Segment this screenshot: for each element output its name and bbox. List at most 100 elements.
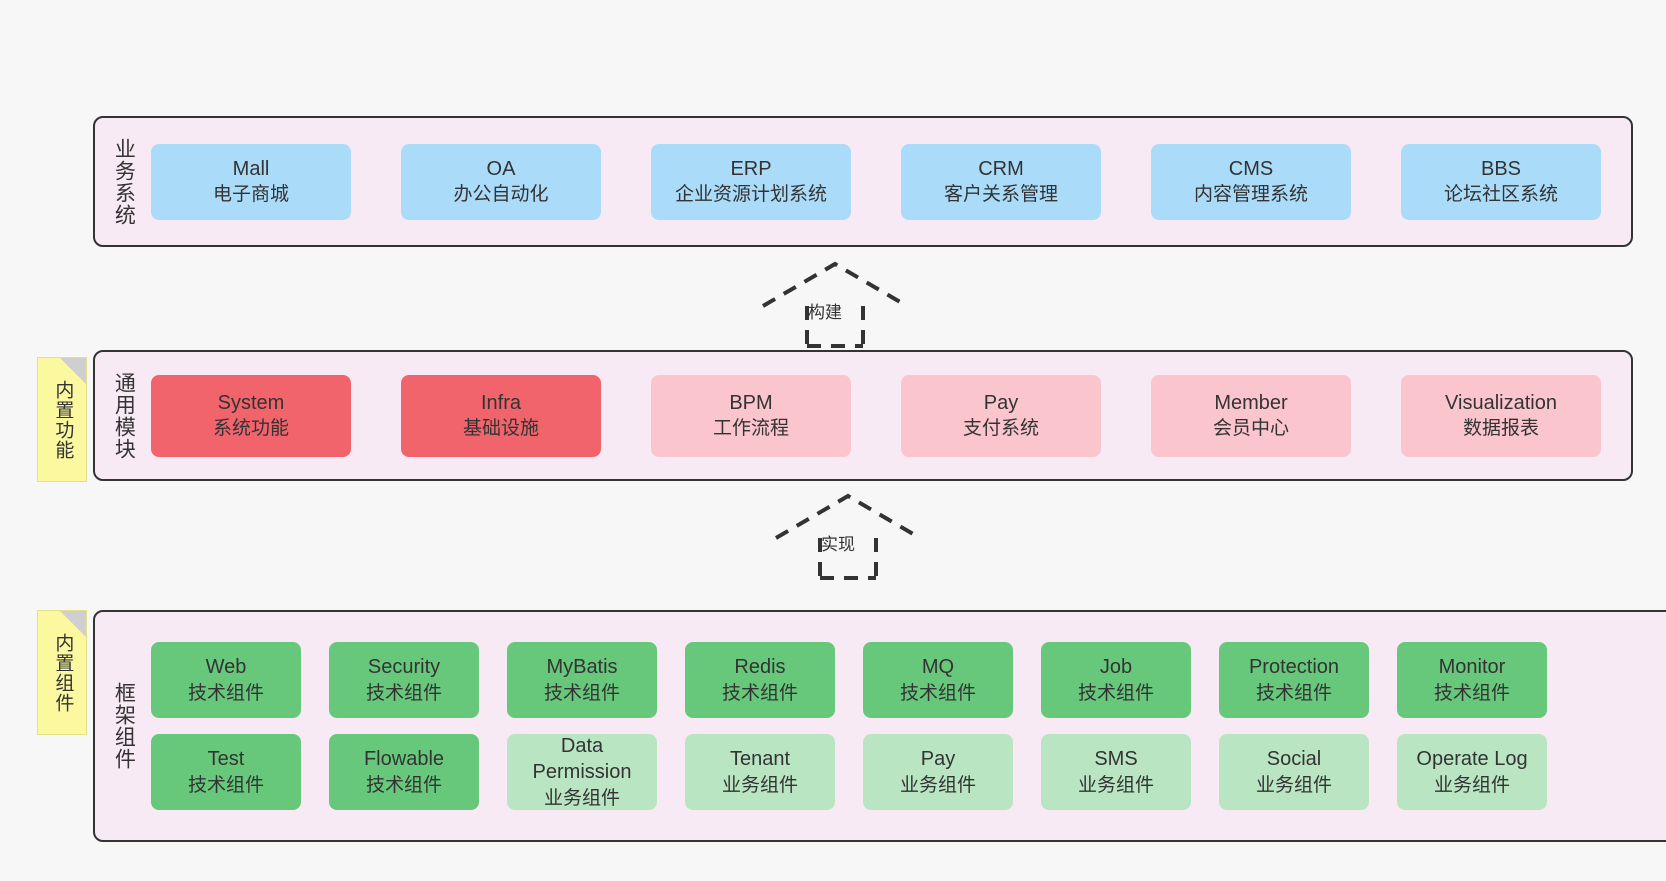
card-subtitle: 技术组件 bbox=[187, 682, 264, 704]
common-card-visualization[interactable]: Visualization 数据报表 bbox=[1401, 374, 1601, 457]
card-subtitle: 业务组件 bbox=[543, 787, 620, 809]
card-title: MQ bbox=[921, 656, 955, 679]
framework-card-pay[interactable]: Pay 业务组件 bbox=[863, 734, 1013, 810]
card-title: Data Permission bbox=[532, 735, 632, 784]
card-subtitle: 企业资源计划系统 bbox=[674, 184, 827, 206]
card-subtitle: 技术组件 bbox=[187, 774, 264, 796]
card-title: Job bbox=[1099, 656, 1133, 679]
framework-card-flowable[interactable]: Flowable 技术组件 bbox=[329, 734, 479, 810]
card-subtitle: 客户关系管理 bbox=[943, 184, 1058, 206]
card-title: Infra bbox=[480, 391, 522, 414]
card-title: Visualization bbox=[1445, 391, 1557, 414]
framework-card-social[interactable]: Social 业务组件 bbox=[1219, 734, 1369, 810]
card-title: Pay bbox=[920, 748, 956, 771]
framework-biz-card-row: Test 技术组件 Flowable 技术组件 Data Permission 业务组件 T… bbox=[151, 734, 1666, 810]
layer-common-module-label: 通用模块 bbox=[112, 371, 136, 460]
card-title: ERP bbox=[730, 157, 772, 180]
business-card-bbs[interactable]: BBS 论坛社区系统 bbox=[1401, 143, 1601, 220]
connector-implement-label: 实现 bbox=[821, 535, 855, 554]
common-card-infra[interactable]: Infra 基础设施 bbox=[401, 374, 601, 457]
sticky-note-builtin-features: 内置功能 bbox=[37, 357, 87, 482]
common-card-pay[interactable]: Pay 支付系统 bbox=[901, 374, 1101, 457]
card-title: System bbox=[217, 391, 285, 414]
framework-card-protection[interactable]: Protection 技术组件 bbox=[1219, 642, 1369, 718]
framework-card-job[interactable]: Job 技术组件 bbox=[1041, 642, 1191, 718]
card-subtitle: 办公自动化 bbox=[453, 184, 549, 206]
business-card-mall[interactable]: Mall 电子商城 bbox=[151, 143, 351, 220]
card-title: BPM bbox=[729, 391, 773, 414]
common-card-system[interactable]: System 系统功能 bbox=[151, 374, 351, 457]
card-subtitle: 会员中心 bbox=[1212, 418, 1289, 440]
card-title: Tenant bbox=[729, 748, 791, 771]
card-subtitle: 电子商城 bbox=[212, 184, 289, 206]
connector-implement-arrow: 实现 bbox=[768, 490, 928, 582]
card-title: CRM bbox=[978, 157, 1024, 180]
card-title: Flowable bbox=[363, 748, 445, 771]
layer-business-system: 业务系统 Mall 电子商城 OA 办公自动化 ERP 企业资源计划系统 CRM 客户关系管理… bbox=[93, 116, 1633, 247]
framework-card-data-permission[interactable]: Data Permission 业务组件 bbox=[507, 734, 657, 810]
framework-card-mq[interactable]: MQ 技术组件 bbox=[863, 642, 1013, 718]
card-subtitle: 技术组件 bbox=[365, 682, 442, 704]
card-title: Mall bbox=[232, 157, 270, 180]
card-subtitle: 业务组件 bbox=[1077, 774, 1154, 796]
card-title: Redis bbox=[734, 656, 786, 679]
card-title: Monitor bbox=[1438, 656, 1506, 679]
connector-build-label: 构建 bbox=[808, 303, 842, 322]
card-title: Protection bbox=[1248, 656, 1340, 679]
card-subtitle: 业务组件 bbox=[899, 774, 976, 796]
card-title: Member bbox=[1214, 391, 1288, 414]
framework-card-security[interactable]: Security 技术组件 bbox=[329, 642, 479, 718]
card-subtitle: 内容管理系统 bbox=[1193, 184, 1308, 206]
card-subtitle: 业务组件 bbox=[1255, 774, 1332, 796]
card-title: Operate Log bbox=[1416, 748, 1528, 771]
layer-framework-component-label: 框架组件 bbox=[112, 682, 136, 770]
connector-build-arrow: 构建 bbox=[755, 258, 915, 350]
card-title: BBS bbox=[1480, 157, 1522, 180]
card-subtitle: 技术组件 bbox=[899, 682, 976, 704]
card-subtitle: 技术组件 bbox=[1077, 682, 1154, 704]
card-subtitle: 支付系统 bbox=[962, 418, 1039, 440]
business-card-oa[interactable]: OA 办公自动化 bbox=[401, 143, 601, 220]
framework-card-operate-log[interactable]: Operate Log 业务组件 bbox=[1397, 734, 1547, 810]
card-subtitle: 基础设施 bbox=[462, 418, 539, 440]
framework-card-test[interactable]: Test 技术组件 bbox=[151, 734, 301, 810]
framework-card-monitor[interactable]: Monitor 技术组件 bbox=[1397, 642, 1547, 718]
card-title: Social bbox=[1266, 748, 1322, 771]
card-title: Security bbox=[367, 656, 441, 679]
layer-framework-component: 框架组件 Web 技术组件 Security 技术组件 MyBatis 技术组件 Redis… bbox=[93, 610, 1666, 842]
card-title: Test bbox=[207, 748, 245, 771]
framework-card-sms[interactable]: SMS 业务组件 bbox=[1041, 734, 1191, 810]
card-title: SMS bbox=[1094, 748, 1138, 771]
card-subtitle: 技术组件 bbox=[543, 682, 620, 704]
card-title: OA bbox=[486, 157, 516, 180]
folded-corner-icon bbox=[60, 611, 86, 637]
framework-card-mybatis[interactable]: MyBatis 技术组件 bbox=[507, 642, 657, 718]
common-card-member[interactable]: Member 会员中心 bbox=[1151, 374, 1351, 457]
card-subtitle: 技术组件 bbox=[1255, 682, 1332, 704]
card-subtitle: 系统功能 bbox=[212, 418, 289, 440]
card-subtitle: 技术组件 bbox=[1433, 682, 1510, 704]
framework-card-web[interactable]: Web 技术组件 bbox=[151, 642, 301, 718]
card-subtitle: 技术组件 bbox=[365, 774, 442, 796]
business-card-erp[interactable]: ERP 企业资源计划系统 bbox=[651, 143, 851, 220]
business-card-crm[interactable]: CRM 客户关系管理 bbox=[901, 143, 1101, 220]
layer-business-system-label: 业务系统 bbox=[112, 137, 136, 226]
card-subtitle: 数据报表 bbox=[1462, 418, 1539, 440]
card-title: Pay bbox=[983, 391, 1019, 414]
card-subtitle: 论坛社区系统 bbox=[1443, 184, 1558, 206]
card-subtitle: 业务组件 bbox=[1433, 774, 1510, 796]
sticky-note-builtin-components-label: 内置组件 bbox=[52, 632, 74, 713]
card-title: Web bbox=[205, 656, 247, 679]
card-title: MyBatis bbox=[546, 656, 618, 679]
